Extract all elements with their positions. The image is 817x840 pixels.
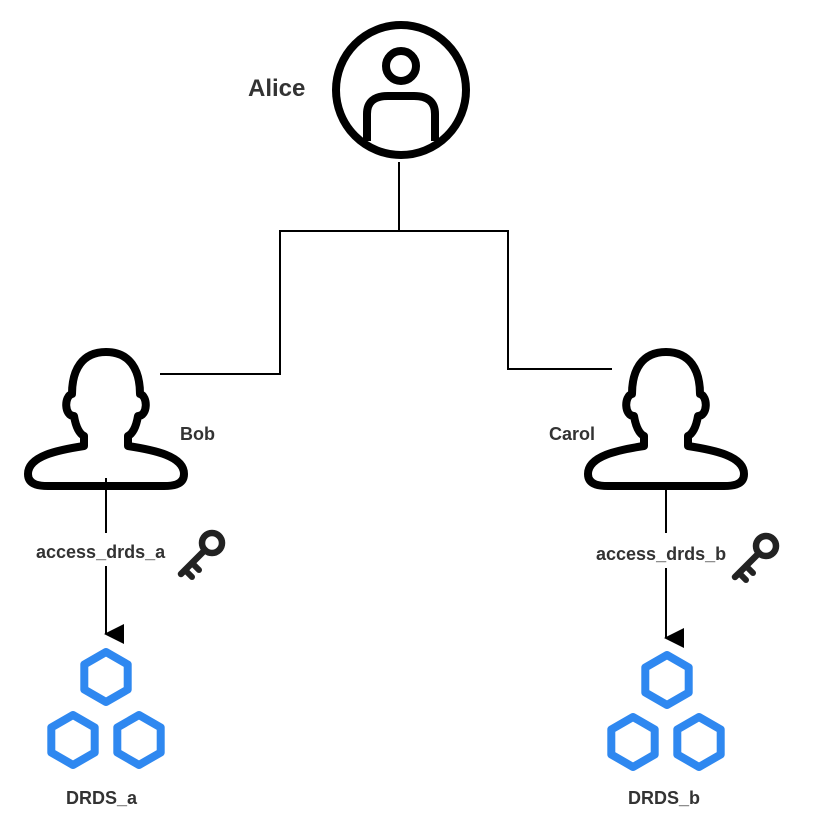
drds-a-label: DRDS_a xyxy=(66,788,138,808)
drds-a-hexagon-cluster-icon xyxy=(51,652,160,765)
carol-access-label: access_drds_b xyxy=(596,544,727,564)
alice-to-bob-connector xyxy=(160,230,401,375)
alice-to-carol-connector xyxy=(401,230,612,370)
bob-access-label: access_drds_a xyxy=(36,542,166,562)
bob-user-icon xyxy=(28,352,184,486)
drds-b-label: DRDS_b xyxy=(628,788,701,808)
carol-label: Carol xyxy=(549,424,596,444)
bob-label: Bob xyxy=(180,424,215,444)
key-icon xyxy=(735,536,776,580)
key-icon xyxy=(181,533,222,577)
alice-label: Alice xyxy=(248,75,306,102)
alice-user-icon xyxy=(332,21,470,159)
drds-b-hexagon-cluster-icon xyxy=(611,655,720,767)
carol-user-icon xyxy=(588,352,744,486)
